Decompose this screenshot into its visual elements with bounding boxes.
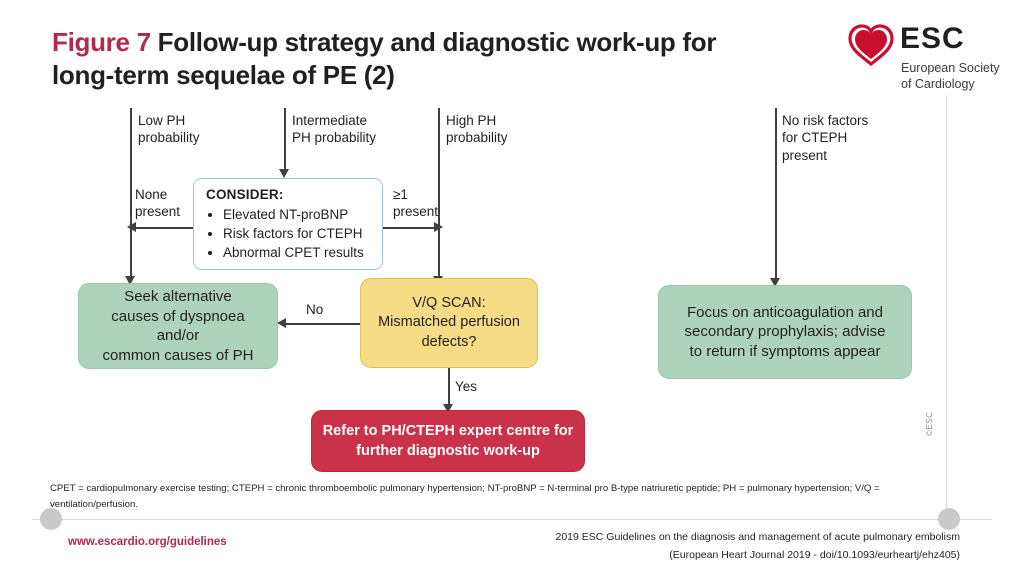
esc-subtitle: European Society of Cardiology [901,60,1000,93]
edge-label-yes: Yes [455,379,478,394]
connector-none-present-horizontal [135,227,193,229]
connector-no-risk-arrowhead [770,278,780,287]
connector-none-present-arrowhead [127,222,136,232]
connector-no-horizontal [285,323,360,325]
edge-label-at-least-one-present: ≥1 present [393,187,439,220]
guidelines-url-link[interactable]: www.escardio.org/guidelines [68,536,227,548]
abbreviations-note: CPET = cardiopulmonary exercise testing;… [50,483,880,510]
citation-line-2: (European Heart Journal 2019 - doi/10.10… [669,549,960,562]
node-seek-alternative-causes[interactable]: Seek alternative causes of dyspnoea and/… [78,283,278,369]
esc-subtitle-line1: European Society [901,61,1000,75]
entry-label-low-ph: Low PH probability [138,113,200,146]
connector-at-least-one-horizontal [383,227,437,229]
footer-divider [32,519,992,520]
entry-label-no-risk-factors: No risk factors for CTEPH present [782,113,869,163]
left-handle-dot[interactable] [40,508,62,530]
citation: 2019 ESC Guidelines on the diagnosis and… [430,528,961,565]
right-rule-divider [946,95,947,520]
node-focus-anticoagulation[interactable]: Focus on anticoagulation and secondary p… [658,285,912,379]
consider-item: Risk factors for CTEPH [223,224,372,243]
node-refer-expert-centre[interactable]: Refer to PH/CTEPH expert centre for furt… [311,410,585,472]
edge-label-no: No [306,302,324,317]
connector-intermediate-arrowhead [279,169,289,178]
right-handle-dot[interactable] [938,508,960,530]
figure-title-text: Follow-up strategy and diagnostic work-u… [52,27,717,91]
edge-label-none-present: None present [135,187,181,220]
connector-no-arrowhead [277,318,286,328]
consider-heading: CONSIDER: [206,187,284,202]
node-vq-scan[interactable]: V/Q SCAN: Mismatched perfusion defects? [360,278,538,368]
esc-logo: ESC European Society of Cardiology [848,22,1008,100]
consider-list: Elevated NT-proBNP Risk factors for CTEP… [206,205,372,262]
connector-low-ph-arrowhead [125,276,135,285]
connector-yes-arrowhead [443,404,453,413]
connector-no-risk-vertical [775,108,777,280]
entry-label-intermediate-ph: Intermediate PH probability [292,113,377,146]
connector-yes-vertical [448,368,450,406]
consider-item: Elevated NT-proBNP [223,205,372,224]
copyright-vertical: ©ESC [925,411,934,436]
page-title: Figure 7 Follow-up strategy and diagnost… [52,26,782,93]
consider-item: Abnormal CPET results [223,243,372,262]
consider-box[interactable]: CONSIDER: Elevated NT-proBNP Risk factor… [193,178,383,270]
figure-number: Figure 7 [52,27,151,57]
entry-label-high-ph: High PH probability [446,113,508,146]
connector-high-ph-vertical [438,108,440,278]
esc-subtitle-line2: of Cardiology [901,77,975,92]
connector-at-least-one-arrowhead [434,222,443,232]
connector-low-ph-vertical [130,108,132,278]
heart-icon [848,24,894,66]
connector-intermediate-vertical [284,108,286,170]
esc-acronym: ESC [900,22,965,55]
citation-line-1: 2019 ESC Guidelines on the diagnosis and… [555,531,961,543]
